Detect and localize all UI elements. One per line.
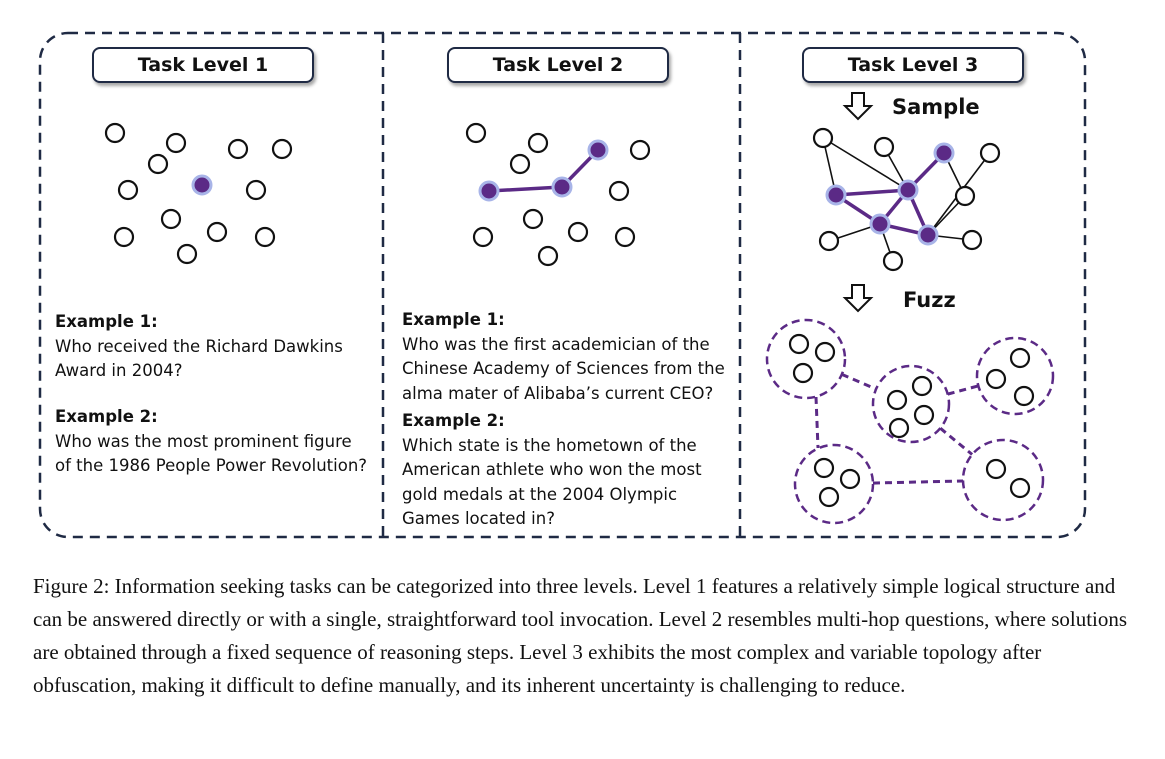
level-1-example-2: Example 2: Who was the most prominent fi… (55, 405, 367, 479)
highlighted-node (897, 179, 919, 201)
graph-node (873, 136, 895, 158)
graph-node (954, 185, 976, 207)
graph-node (245, 179, 267, 201)
cluster-link (947, 384, 979, 396)
cluster-link (841, 372, 877, 391)
example-heading: Example 1: (402, 310, 505, 329)
graph-node (818, 230, 840, 252)
highlighted-edge (488, 185, 563, 193)
level-2-example-1: Example 1: Who was the first academician… (402, 308, 725, 406)
fuzz-cluster (961, 438, 1045, 522)
figure-graphics (38, 31, 1087, 539)
highlighted-node (869, 213, 891, 235)
graph-node (227, 138, 249, 160)
graph-node (818, 486, 840, 508)
sample-label: Sample (892, 95, 980, 119)
fuzz-label: Fuzz (903, 288, 956, 312)
highlighted-edge (835, 188, 909, 197)
task-level-2-label: Task Level 2 (447, 47, 669, 83)
graph-node (886, 389, 908, 411)
example-line: Chinese Academy of Sciences from the (402, 359, 725, 378)
example-heading: Example 2: (55, 407, 158, 426)
graph-node (985, 368, 1007, 390)
graph-node (629, 139, 651, 161)
graph-node (792, 362, 814, 384)
task-level-3-label: Task Level 3 (802, 47, 1024, 83)
fuzz-cluster (765, 318, 847, 400)
example-line: American athlete who won the most (402, 460, 702, 479)
graph-node (813, 457, 835, 479)
graph-node (160, 208, 182, 230)
graph-node (788, 333, 810, 355)
graph-node (882, 250, 904, 272)
graph-node (271, 138, 293, 160)
highlighted-node (825, 184, 847, 206)
cluster-link (872, 479, 964, 485)
figure-caption: Figure 2: Information seeking tasks can … (33, 574, 1128, 697)
graph-node (985, 458, 1007, 480)
level-2-example-2: Example 2: Which state is the hometown o… (402, 409, 702, 532)
graph-node (206, 221, 228, 243)
graph-node (113, 226, 135, 248)
graph-node (465, 122, 487, 144)
highlighted-node (191, 174, 213, 196)
highlighted-node (551, 176, 573, 198)
example-line: Award in 2004? (55, 361, 183, 380)
graph-nodes (104, 122, 1035, 508)
graph-node (147, 153, 169, 175)
highlighted-node (587, 139, 609, 161)
graph-node (537, 245, 559, 267)
graph-node (814, 341, 836, 363)
graph-node (176, 243, 198, 265)
graph-node (1009, 347, 1031, 369)
example-heading: Example 2: (402, 411, 505, 430)
highlighted-node (478, 180, 500, 202)
task-level-1-label: Task Level 1 (92, 47, 314, 83)
example-line: Who was the most prominent figure (55, 431, 352, 451)
level-1-example-1: Example 1: Who received the Richard Dawk… (55, 310, 343, 384)
graph-node (567, 221, 589, 243)
outer-dashed-border (38, 31, 1087, 539)
example-line: Games located in? (402, 509, 555, 528)
graph-node (911, 375, 933, 397)
graph-node (1009, 477, 1031, 499)
cluster-link (814, 396, 820, 449)
graph-node (527, 132, 549, 154)
cluster-link (939, 427, 974, 456)
highlighted-node (917, 224, 939, 246)
graph-node (979, 142, 1001, 164)
graph-node (961, 229, 983, 251)
figure: Task Level 1 Task Level 2 Task Level 3 S… (38, 31, 1087, 539)
example-heading: Example 1: (55, 312, 158, 331)
example-line: alma mater of Alibaba’s current CEO? (402, 383, 714, 403)
graph-node (1013, 385, 1035, 407)
graph-node (472, 226, 494, 248)
graph-node (812, 127, 834, 149)
sample-arrow-icon (842, 92, 874, 121)
graph-node (839, 468, 861, 490)
graph-node (254, 226, 276, 248)
example-line: of the 1986 People Power Revolution? (55, 456, 368, 475)
graph-node (165, 132, 187, 154)
fuzz-arrow-icon (842, 284, 874, 313)
graph-node (913, 404, 935, 426)
graph-node (104, 122, 126, 144)
fuzz-clusters (765, 318, 1055, 525)
highlighted-node (933, 142, 955, 164)
graph-node (117, 179, 139, 201)
graph-node (888, 417, 910, 439)
example-line: gold medals at the 2004 Olympic (402, 484, 678, 504)
graph-edge (822, 137, 909, 191)
example-line: Who was the first academician of the (402, 334, 710, 354)
example-line: Which state is the hometown of the (402, 435, 697, 455)
graph-node (509, 153, 531, 175)
graph-node (614, 226, 636, 248)
fuzz-cluster (871, 364, 951, 444)
example-line: Who received the Richard Dawkins (55, 336, 343, 356)
fuzz-cluster (793, 443, 875, 525)
graph-node (522, 208, 544, 230)
graph-node (608, 180, 630, 202)
